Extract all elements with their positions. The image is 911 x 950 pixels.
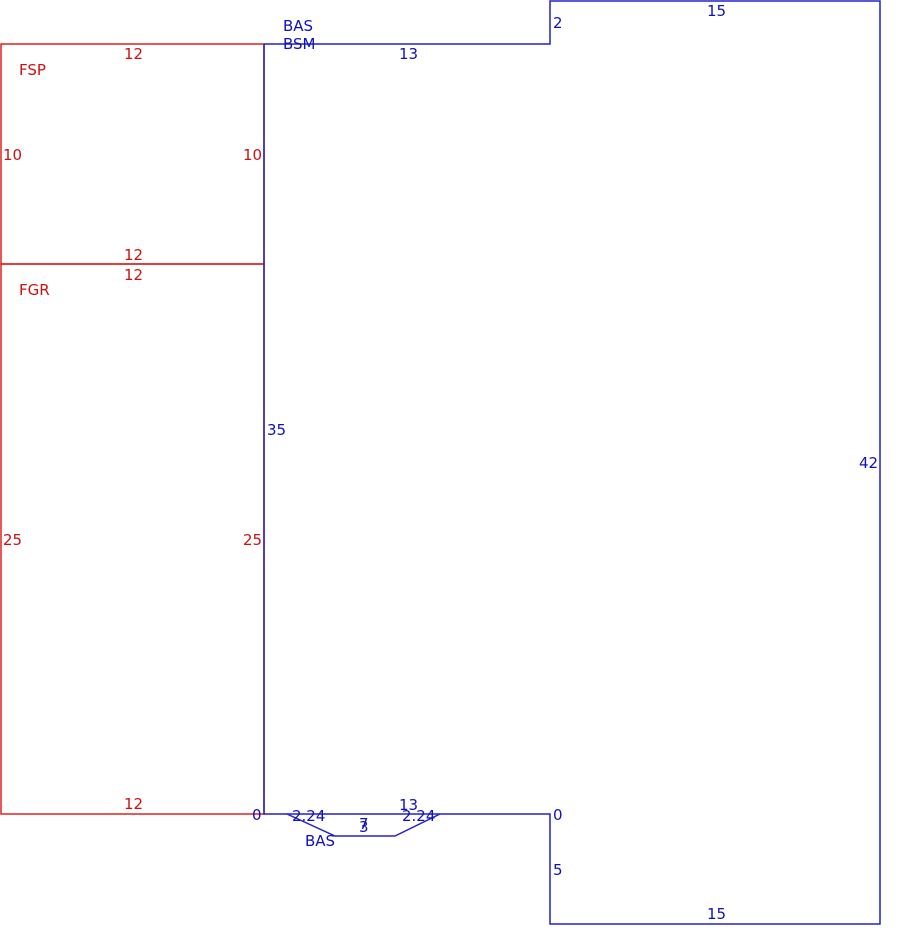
fgr-right-dimension: 25 <box>243 531 262 549</box>
base-right-dimension: 42 <box>859 454 878 472</box>
fgr-left-dimension: 25 <box>3 531 22 549</box>
base-top-left-dimension: 13 <box>399 45 418 63</box>
corner-left-dimension: 0 <box>252 806 262 824</box>
fgr-top-dimension: 12 <box>124 266 143 284</box>
bas-label-bottom: BAS <box>305 832 335 850</box>
base-left-dimension: 35 <box>267 421 286 439</box>
base-bottom-mid-dimension: 13 <box>399 796 418 814</box>
base-bottom-right-dimension: 15 <box>707 905 726 923</box>
bay-front-dimension-a: 7 <box>359 815 369 833</box>
fsp-right-dimension: 10 <box>243 146 262 164</box>
bsm-label-top: BSM <box>283 35 316 53</box>
corner-right-dimension: 0 <box>553 806 563 824</box>
base-area-outline <box>263 0 881 925</box>
fsp-bottom-dimension: 12 <box>124 246 143 264</box>
fsp-label: FSP <box>19 61 46 79</box>
bas-label-top: BAS <box>283 17 313 35</box>
base-step-bottom-dimension: 5 <box>553 861 563 879</box>
fgr-area-outline <box>0 263 265 815</box>
base-top-right-dimension: 15 <box>707 2 726 20</box>
bay-side-left-dimension: 2.24 <box>292 807 325 825</box>
fgr-bottom-dimension: 12 <box>124 795 143 813</box>
fsp-top-dimension: 12 <box>124 45 143 63</box>
fsp-left-dimension: 10 <box>3 146 22 164</box>
base-step-top-dimension: 2 <box>553 14 563 32</box>
bay-front-dimension-b: 3 <box>359 818 369 836</box>
bay-window-outline <box>286 813 441 837</box>
fgr-label: FGR <box>19 281 50 299</box>
bay-side-right-dimension: 2.24 <box>402 807 435 825</box>
